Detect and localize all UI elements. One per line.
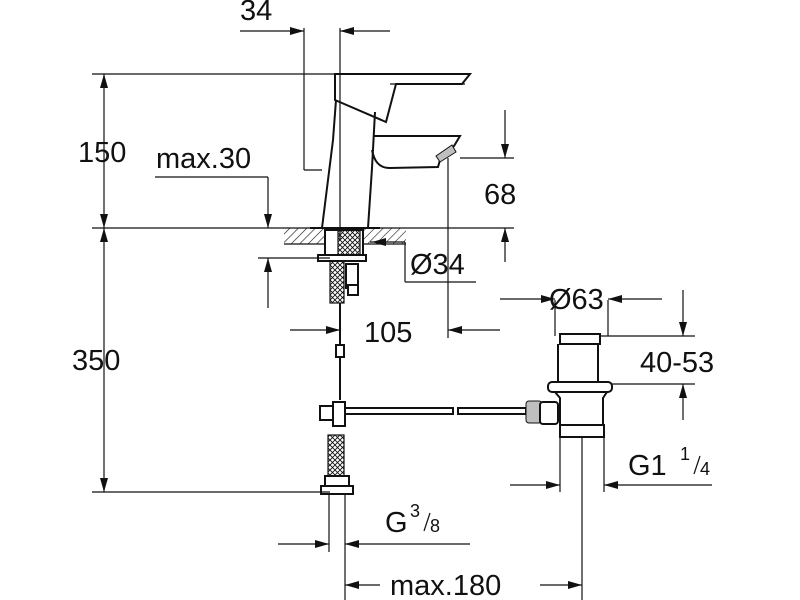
- dim-diameter-34: Ø34: [410, 249, 465, 281]
- countertop-section: [284, 228, 406, 400]
- dim-350: 350: [72, 345, 120, 377]
- dim-g1-1-4: G1 1 4: [628, 444, 710, 482]
- dim-g114-den: 4: [700, 459, 710, 479]
- dim-g114-num: 1: [680, 444, 690, 464]
- dim-150: 150: [78, 137, 126, 169]
- pop-up-rod: [319, 400, 543, 427]
- dim-max30: max.30: [156, 143, 251, 175]
- faucet-body: [310, 73, 473, 229]
- dim-max180: max.180: [390, 570, 501, 600]
- dimension-lines: [92, 27, 712, 600]
- dim-g38-main: G: [385, 507, 408, 539]
- waste-drain: [539, 333, 613, 492]
- dim-diameter-63: Ø63: [549, 284, 604, 316]
- dim-40-53: 40-53: [640, 347, 714, 379]
- dim-g-3-8: G 3 8: [385, 501, 440, 539]
- dim-g114-main: G1: [628, 450, 667, 482]
- dim-g38-den: 8: [430, 516, 440, 536]
- dim-34: 34: [240, 0, 272, 27]
- hose-connector: [320, 434, 354, 495]
- dim-68: 68: [484, 179, 516, 211]
- dim-105: 105: [364, 317, 412, 349]
- dim-g38-num: 3: [410, 501, 420, 521]
